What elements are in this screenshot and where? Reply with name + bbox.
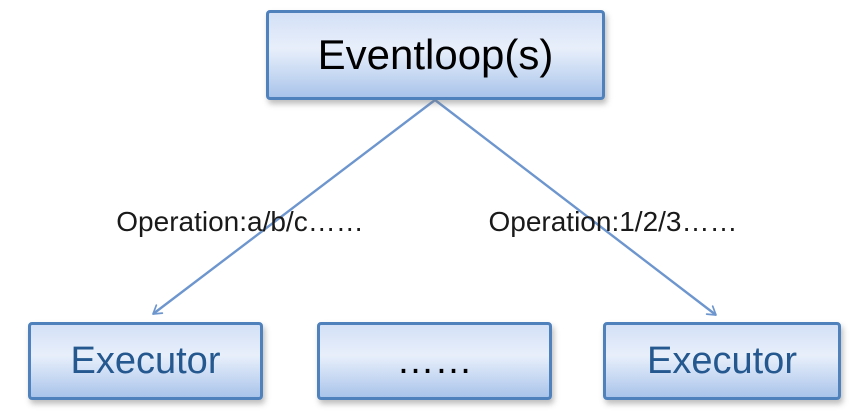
executor-node-left-label: Executor (70, 339, 221, 382)
eventloop-node-label: Eventloop(s) (317, 31, 554, 78)
ellipsis-node-label: …… (396, 339, 473, 382)
edge-left-arrow (152, 99, 436, 315)
executor-node-right: Executor (603, 322, 841, 400)
edge-label-left: Operation:a/b/c…… (116, 206, 364, 237)
edge-right-arrow (434, 99, 717, 316)
eventloop-node: Eventloop(s) (266, 10, 605, 100)
executor-node-right-label: Executor (647, 339, 797, 382)
executor-node-left: Executor (28, 322, 263, 400)
ellipsis-node: …… (317, 322, 552, 400)
edge-label-right: Operation:1/2/3…… (488, 206, 738, 237)
